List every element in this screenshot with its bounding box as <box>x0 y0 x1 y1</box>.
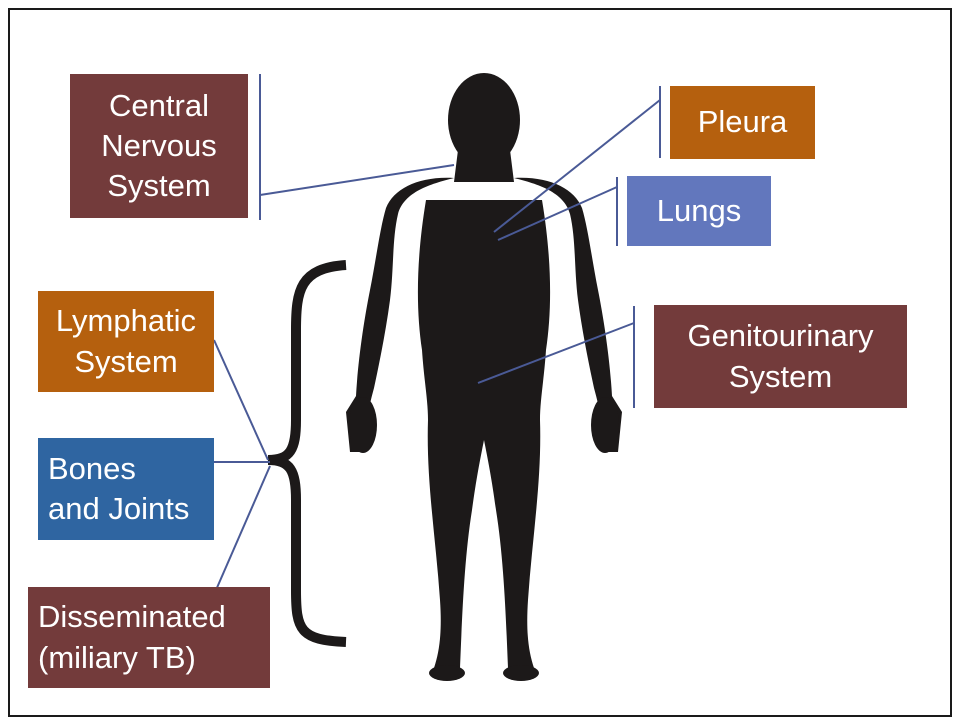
label-pleura: Pleura <box>670 86 815 159</box>
label-central-nervous-system: Central Nervous System <box>70 74 248 218</box>
label-bones-and-joints: Bones and Joints <box>38 438 214 540</box>
silhouette-left-foot <box>429 665 465 681</box>
label-disseminated: Disseminated (miliary TB) <box>28 587 270 688</box>
label-genitourinary-system: Genitourinary System <box>654 305 907 408</box>
grouping-brace <box>268 265 346 642</box>
silhouette-right-foot <box>503 665 539 681</box>
silhouette-left-hand <box>349 397 377 453</box>
silhouette-right-hand <box>591 397 619 453</box>
label-lymphatic-system: Lymphatic System <box>38 291 214 392</box>
label-lungs: Lungs <box>627 176 771 246</box>
silhouette-neck <box>454 150 514 182</box>
silhouette-body <box>346 178 622 672</box>
